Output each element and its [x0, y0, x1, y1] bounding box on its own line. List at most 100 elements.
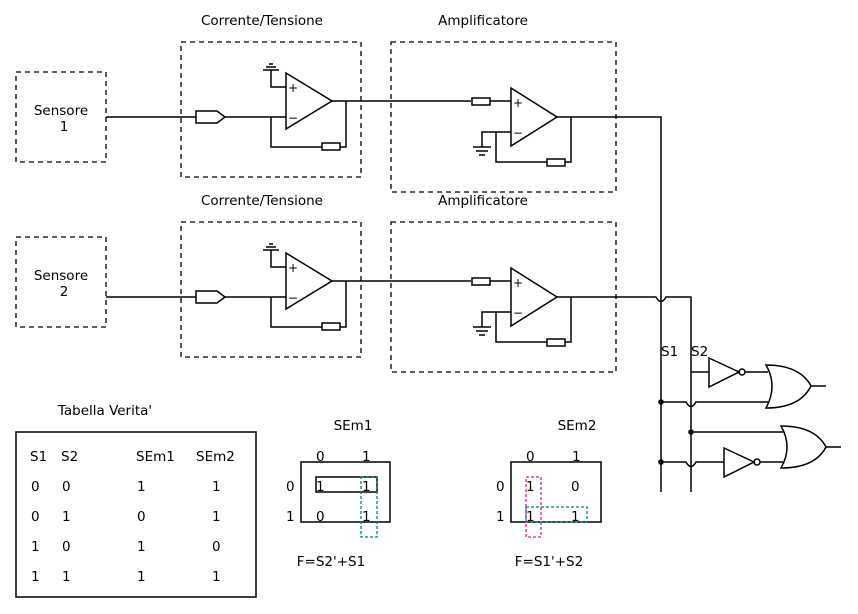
table-cell: 0 — [62, 479, 71, 495]
sensor-1-label: Sensore — [34, 103, 88, 119]
not-gate-icon — [708, 356, 741, 389]
table-row: 1 1 1 1 — [31, 569, 221, 585]
current-source-icon — [195, 290, 227, 304]
wire — [270, 70, 286, 88]
wire — [661, 461, 724, 468]
table-cell: 1 — [62, 569, 71, 585]
feedback-wire — [495, 117, 572, 163]
sensor-1-number: 1 — [60, 119, 69, 135]
converter-2-title: Corrente/Tensione — [201, 193, 323, 209]
opamp-minus-sign: − — [513, 126, 523, 140]
kmap-title: SEm1 — [334, 418, 373, 434]
converter-1-title: Corrente/Tensione — [201, 13, 323, 29]
feedback-wire — [270, 281, 347, 328]
feedback-wire — [495, 297, 572, 343]
table-cell: 1 — [31, 539, 40, 555]
feedback-wire — [270, 101, 347, 148]
resistor-icon — [546, 338, 566, 347]
converter-2-box — [180, 221, 362, 358]
amplifier-2-title: Amplificatore — [438, 193, 528, 209]
truth-table-header: SEm2 — [196, 449, 235, 465]
sensor-2-number: 2 — [60, 284, 69, 300]
wire — [481, 311, 511, 327]
ground-icon — [263, 63, 279, 71]
table-cell: 0 — [31, 509, 40, 525]
kmap-group-row — [315, 476, 378, 493]
opamp-minus-sign: − — [288, 111, 298, 125]
table-row: 0 1 0 1 — [31, 509, 221, 525]
amplifier-1-title: Amplificatore — [438, 13, 528, 29]
sensor-1-block: Sensore 1 — [15, 71, 107, 163]
ground-icon — [473, 146, 491, 156]
table-cell: 1 — [212, 479, 221, 495]
kmap-cell: 0 — [316, 509, 325, 525]
kmap-cell: 1 — [316, 479, 325, 495]
opamp-icon — [510, 86, 559, 148]
kmap-col-label: 1 — [572, 449, 581, 465]
kmap-cell: 1 — [362, 509, 371, 525]
kmap-cell: 0 — [571, 479, 580, 495]
table-cell: 0 — [212, 539, 221, 555]
wire — [661, 401, 768, 408]
kmap-row-label: 0 — [286, 479, 295, 495]
ground-icon — [473, 326, 491, 336]
current-source-icon — [195, 110, 227, 124]
opamp-minus-sign: − — [513, 306, 523, 320]
kmap-grid — [300, 461, 391, 523]
table-cell: 1 — [31, 569, 40, 585]
truth-table-title: Tabella Verita' — [57, 403, 152, 419]
opamp-icon — [285, 71, 334, 131]
table-cell: 1 — [137, 539, 146, 555]
kmap-sem1: SEm1 0 1 0 1 1 1 0 1 F=S2'+S1 — [286, 418, 391, 570]
truth-table-box — [15, 431, 257, 598]
sensor-2-block: Sensore 2 — [15, 236, 107, 328]
truth-table-header: SEm1 — [136, 449, 175, 465]
sensor-2-box — [15, 236, 107, 328]
kmap-sem2: SEm2 0 1 0 1 1 0 1 1 F=S1'+S2 — [496, 418, 602, 570]
table-cell: 1 — [212, 509, 221, 525]
opamp-plus-sign: + — [513, 96, 523, 110]
ground-icon — [263, 243, 279, 251]
opamp-plus-sign: + — [288, 81, 298, 95]
table-cell: 1 — [212, 569, 221, 585]
table-cell: 0 — [31, 479, 40, 495]
resistor-icon — [546, 158, 566, 167]
kmap-title: SEm2 — [558, 418, 597, 434]
kmap-cell: 1 — [526, 479, 535, 495]
converter-1-box — [180, 41, 362, 178]
resistor-icon — [471, 97, 491, 106]
kmap-row-label: 1 — [286, 509, 295, 525]
resistor-icon — [321, 322, 341, 331]
opamp-plus-sign: + — [288, 261, 298, 275]
table-cell: 1 — [137, 479, 146, 495]
bus-s1 — [557, 116, 662, 492]
kmap-group-row — [525, 506, 588, 523]
not-gate-icon — [723, 446, 756, 479]
kmap-cell: 1 — [362, 479, 371, 495]
kmap-formula: F=S1'+S2 — [515, 554, 583, 570]
bus-label-s2: S2 — [691, 344, 708, 360]
resistor-icon — [471, 277, 491, 286]
resistor-icon — [321, 142, 341, 151]
wire — [481, 131, 511, 147]
opamp-plus-sign: + — [513, 276, 523, 290]
or-gate-icon — [779, 425, 827, 469]
truth-table-header: S1 — [30, 449, 47, 465]
kmap-formula: F=S2'+S1 — [297, 554, 365, 570]
bus-s2 — [557, 296, 692, 492]
opamp-minus-sign: − — [288, 291, 298, 305]
table-row: 0 0 1 1 — [31, 479, 221, 495]
bus-label-s1: S1 — [661, 344, 678, 360]
kmap-col-label: 0 — [316, 449, 325, 465]
sensor-2-label: Sensore — [34, 268, 88, 284]
table-row: 1 0 1 0 — [31, 539, 221, 555]
opamp-icon — [510, 266, 559, 328]
truth-table: S1 S2 SEm1 SEm2 0 0 1 1 0 1 0 1 1 0 1 0 … — [30, 449, 235, 585]
kmap-col-label: 1 — [362, 449, 371, 465]
kmap-group-column — [360, 476, 378, 538]
table-cell: 1 — [62, 509, 71, 525]
truth-table-header: S2 — [61, 449, 78, 465]
table-cell: 0 — [62, 539, 71, 555]
kmap-row-label: 1 — [496, 509, 505, 525]
